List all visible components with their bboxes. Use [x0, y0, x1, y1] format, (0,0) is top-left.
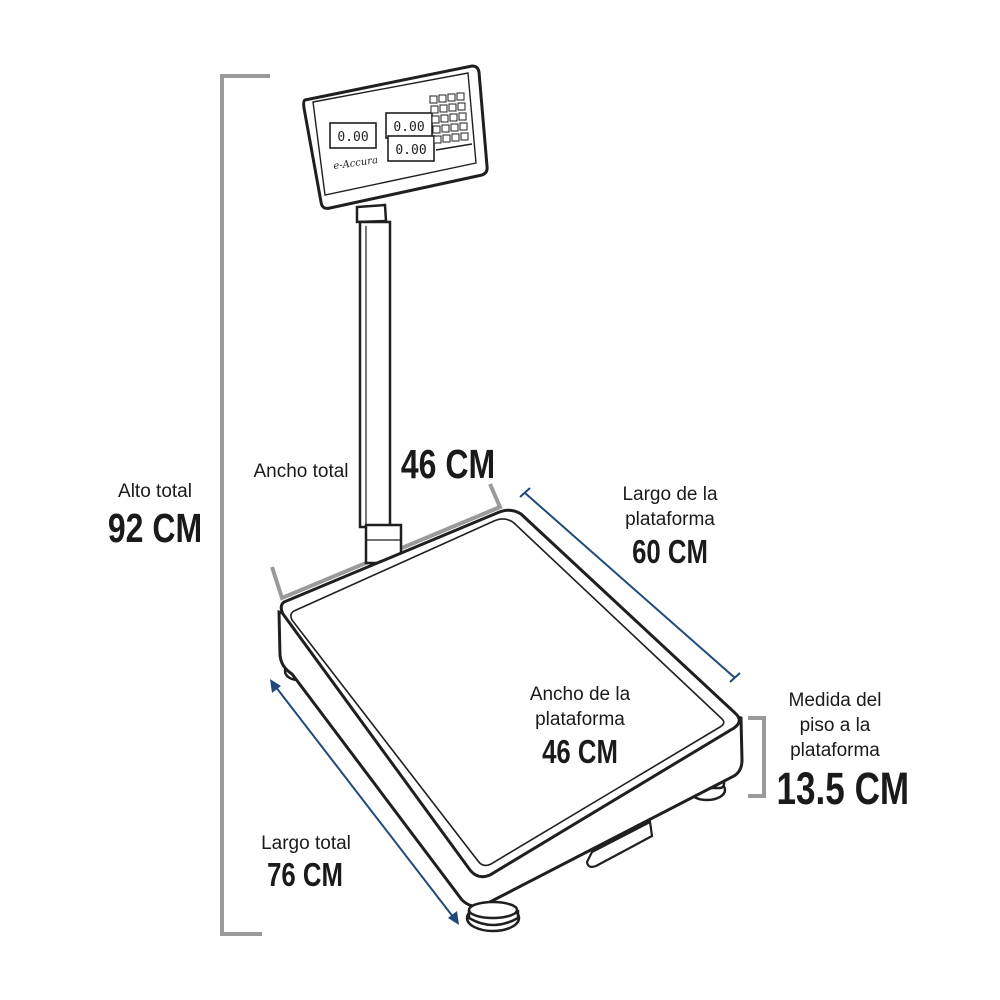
keypad [429, 92, 473, 151]
readout-window-1 [329, 122, 377, 149]
ancho-total-caption: Ancho total [253, 461, 349, 482]
readout-1: 0.00 [337, 130, 368, 145]
readout-2: 0.00 [393, 120, 424, 135]
largo-plataforma-value: 60 CM [632, 533, 708, 570]
total-length-arrow-bottom [448, 911, 459, 925]
ancho-plataforma-value: 46 CM [542, 733, 618, 770]
alto-total-value: 92 CM [107, 505, 203, 551]
largo-plataforma-caption-line1: Largo de la [622, 484, 718, 505]
largo-total-value: 76 CM [267, 856, 343, 893]
medida-piso-caption-line2: piso a la [799, 715, 871, 736]
indicator-head: 0.00 0.00 0.00 e-Accura [302, 64, 489, 210]
front-foot [465, 900, 521, 933]
ancho-total-value: 46 CM [400, 441, 496, 487]
readout-3: 0.00 [395, 143, 426, 158]
largo-total-caption: Largo total [261, 833, 351, 854]
ancho-plataforma-caption-line2: plataforma [535, 709, 625, 730]
scale-pole [355, 203, 403, 565]
total-length-arrow-top [270, 679, 281, 693]
total-length-dimension [271, 681, 458, 923]
total-height-bracket [220, 74, 270, 936]
readout-window-3 [387, 135, 435, 162]
medida-piso-value: 13.5 CM [776, 763, 910, 814]
medida-piso-caption-line3: plataforma [790, 740, 880, 761]
ancho-plataforma-caption-line1: Ancho de la [529, 684, 631, 705]
platform-length-tick-end [729, 672, 741, 683]
alto-total-caption: Alto total [118, 481, 192, 502]
medida-piso-caption-line1: Medida del [788, 690, 882, 711]
largo-plataforma-caption-line2: plataforma [625, 509, 715, 530]
platform-length-tick-start [519, 487, 531, 498]
platform-length-dimension [524, 492, 736, 679]
floor-height-bracket [748, 716, 766, 798]
